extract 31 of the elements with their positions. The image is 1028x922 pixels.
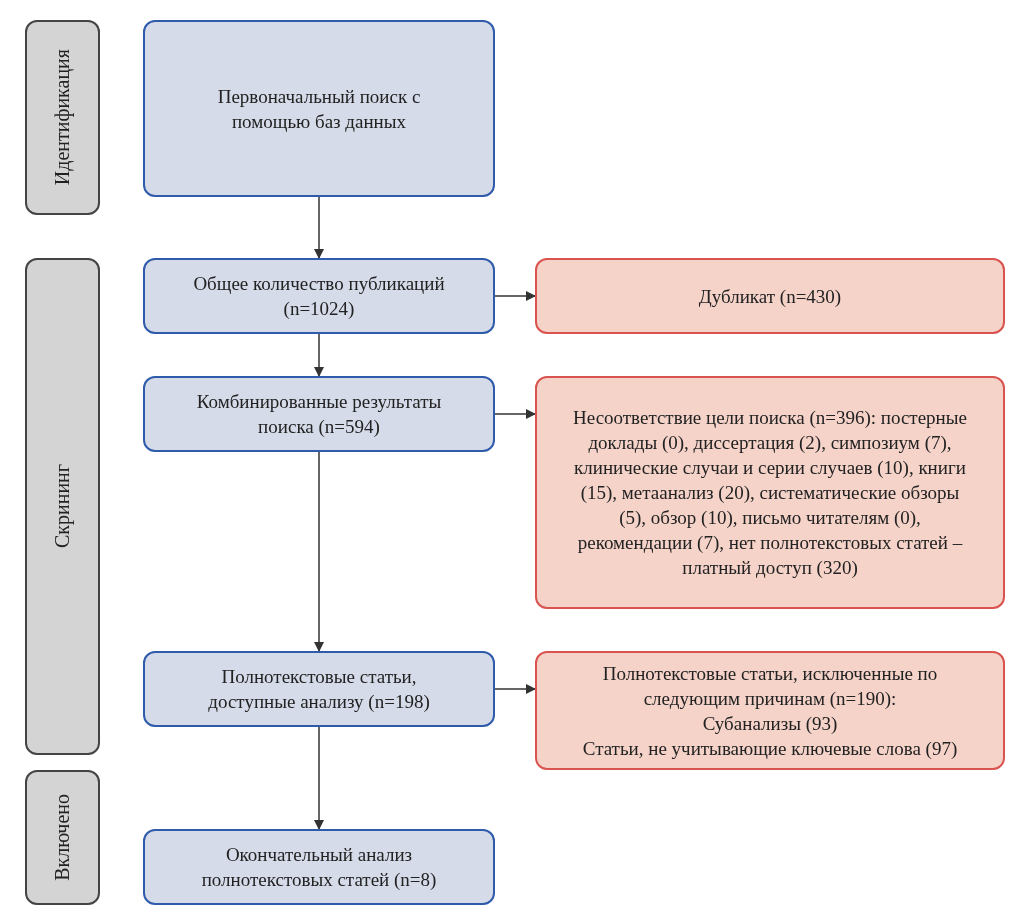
exclusion-box xyxy=(535,258,1005,334)
exclusion-box xyxy=(535,376,1005,609)
box-text: Первоначальный поиск с помощью баз данных xyxy=(216,84,422,134)
process-box xyxy=(143,20,495,197)
box-text: Статьи, не учитывающие ключевые слова (97) xyxy=(582,736,958,761)
box-text: Субанализы (93) xyxy=(702,711,838,736)
stage-band xyxy=(25,20,100,215)
arrow xyxy=(494,684,536,694)
process-box xyxy=(143,829,495,905)
arrow xyxy=(314,451,324,652)
box-text: Полнотекстовые статьи, доступные анализу (n=198) xyxy=(207,665,431,714)
arrow xyxy=(494,291,536,301)
box-text: Дубликат (n=430) xyxy=(698,284,842,309)
arrow xyxy=(314,333,324,377)
process-box xyxy=(143,651,495,727)
box-text: Комбинированные результаты поиска (n=594) xyxy=(195,390,443,439)
box-text: Общее количество публикаций (n=1024) xyxy=(192,272,446,321)
stage-label: Идентификация xyxy=(50,49,75,186)
stage-band xyxy=(25,258,100,755)
box-text: Несоответствие цели поиска (n=396): постерные доклады (0), диссертация (2), симпозиум (7), клинические случаи и серии случаев (10), книги (15), метаанализ (20), систематические обзоры (5), обзор (10), письмо читателям (0), рекомендации (7), нет полнотекстовых статей – платный доступ (320) xyxy=(572,406,968,580)
stage-label: Включено xyxy=(50,794,74,881)
process-box xyxy=(143,376,495,452)
arrow xyxy=(494,409,536,419)
arrow xyxy=(314,726,324,830)
box-text: Полнотекстовые статьи, исключенные по следующим причинам (n=190): xyxy=(601,661,939,711)
arrow xyxy=(314,196,324,259)
stage-label: Скрининг xyxy=(50,464,75,549)
process-box xyxy=(143,258,495,334)
exclusion-box xyxy=(535,651,1005,770)
stage-band xyxy=(25,770,100,905)
box-text: Окончательный анализ полнотекстовых статей (n=8) xyxy=(200,843,438,892)
